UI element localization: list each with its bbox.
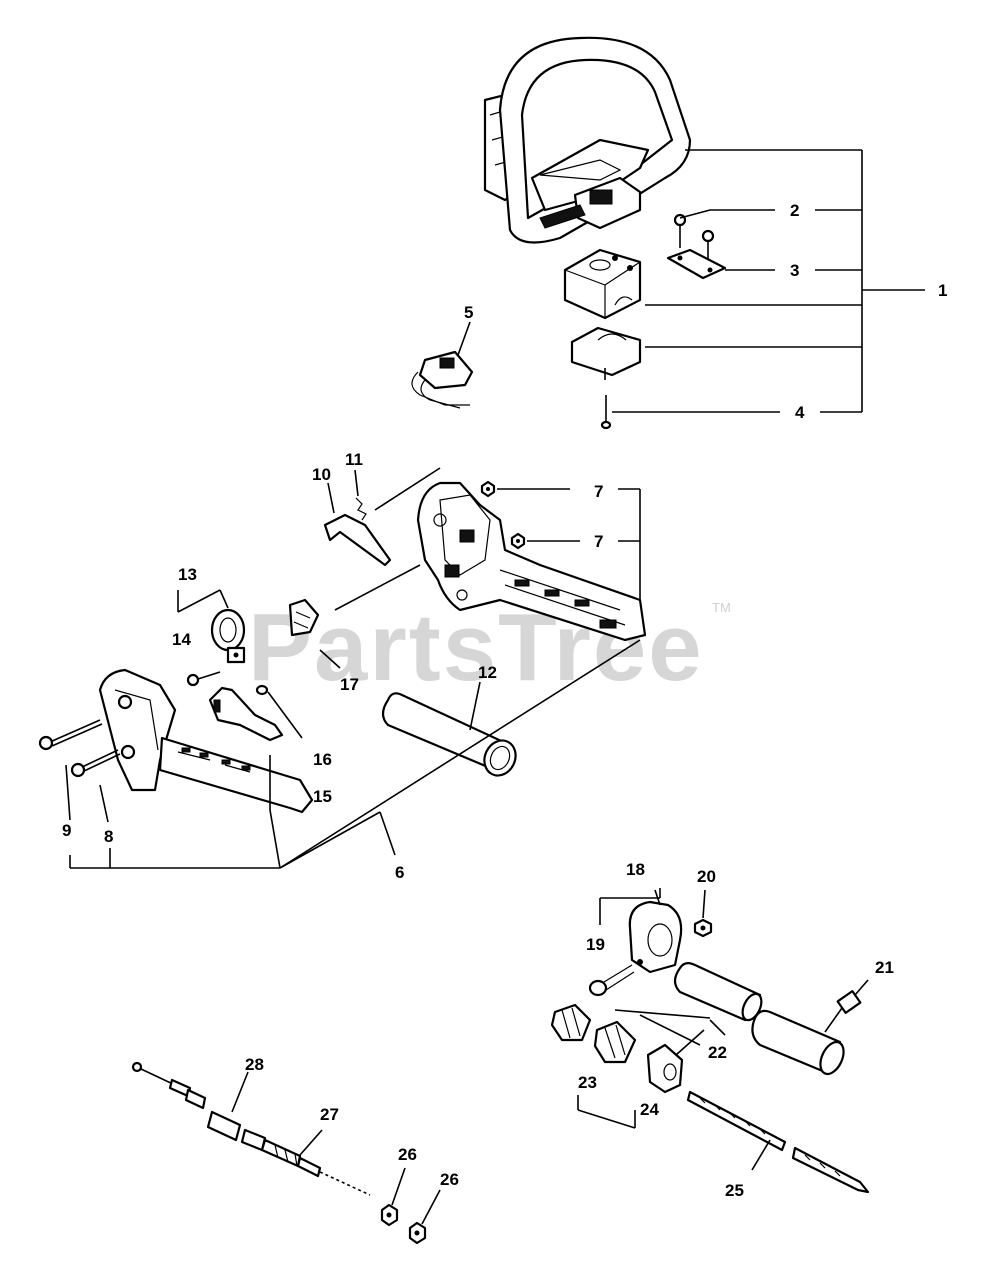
callout-1: 1 <box>938 281 947 300</box>
trigger-part-15 <box>208 686 284 742</box>
part-23-bracket <box>577 1095 636 1129</box>
bushing-part-23a <box>550 1003 592 1042</box>
cable-part-28 <box>131 1061 249 1142</box>
housing-part-18 <box>628 889 683 974</box>
screw-part-14 <box>186 671 221 687</box>
collar-part-24 <box>614 1009 711 1094</box>
nut-part-20 <box>693 889 713 938</box>
callout-4: 4 <box>795 403 805 422</box>
callout-23: 23 <box>578 1073 597 1092</box>
upper-clamp-block <box>563 248 642 320</box>
callout-7-upper: 7 <box>594 482 603 501</box>
callout-17: 17 <box>340 675 359 694</box>
callout-24: 24 <box>640 1100 659 1119</box>
part-1-bracket <box>612 149 925 413</box>
handle-bar-part-1 <box>483 36 692 244</box>
callout-21: 21 <box>875 958 894 977</box>
screw-part-2 <box>673 213 715 262</box>
callout-28: 28 <box>245 1055 264 1074</box>
callout-18: 18 <box>626 860 645 879</box>
callout-11: 11 <box>345 450 363 469</box>
front-handle-part-6 <box>98 668 314 814</box>
callout-14: 14 <box>172 630 191 649</box>
switch-part-5 <box>411 321 474 409</box>
tube-part-21 <box>751 979 869 1076</box>
lower-clamp-block <box>570 326 642 380</box>
bolt-part-19 <box>588 964 635 997</box>
lever-part-10 <box>323 482 392 567</box>
clip-part-17 <box>288 564 421 669</box>
callout-12: 12 <box>478 663 497 682</box>
callout-20: 20 <box>697 867 716 886</box>
sleeve-tube-part-12 <box>381 681 517 777</box>
rear-handle-housing <box>416 481 647 642</box>
callout-25: 25 <box>725 1181 744 1200</box>
drive-shaft-part-25 <box>686 1090 870 1194</box>
nut-part-26-upper <box>380 1167 406 1227</box>
callout-7-lower: 7 <box>594 532 603 551</box>
cable-part-27 <box>240 1128 371 1196</box>
callout-19: 19 <box>586 935 605 954</box>
bolt-part-4 <box>600 395 612 430</box>
callout-5: 5 <box>464 303 473 322</box>
callout-3: 3 <box>790 261 799 280</box>
bushing-part-23b <box>593 1020 637 1064</box>
part-6-bracket <box>65 589 641 869</box>
callout-22: 22 <box>708 1043 727 1062</box>
callout-15: 15 <box>313 787 332 806</box>
bolt-part-9 <box>38 719 103 751</box>
callout-6: 6 <box>395 863 404 882</box>
callout-27: 27 <box>320 1105 339 1124</box>
callout-13: 13 <box>178 565 197 584</box>
callout-10: 10 <box>312 465 331 484</box>
callout-2: 2 <box>790 201 799 220</box>
nut-part-7-lower <box>510 532 526 550</box>
part-7-bracket <box>497 488 641 600</box>
callout-26-upper: 26 <box>398 1145 417 1164</box>
callout-9: 9 <box>62 821 71 840</box>
watermark-trademark: TM <box>712 600 731 615</box>
plate-part-3 <box>666 248 727 280</box>
nut-part-26-lower <box>408 1189 441 1245</box>
callout-16: 16 <box>313 750 332 769</box>
nut-part-7-upper <box>480 480 496 498</box>
tube-part-22 <box>673 961 763 1036</box>
callout-26-lower: 26 <box>440 1170 459 1189</box>
pin-part-16 <box>255 684 303 739</box>
clamp-ring-part-13 <box>210 608 246 664</box>
part-18-bracket <box>599 888 661 925</box>
bolt-part-8 <box>70 749 121 778</box>
callout-8: 8 <box>104 827 113 846</box>
spring-part-11 <box>354 467 441 521</box>
